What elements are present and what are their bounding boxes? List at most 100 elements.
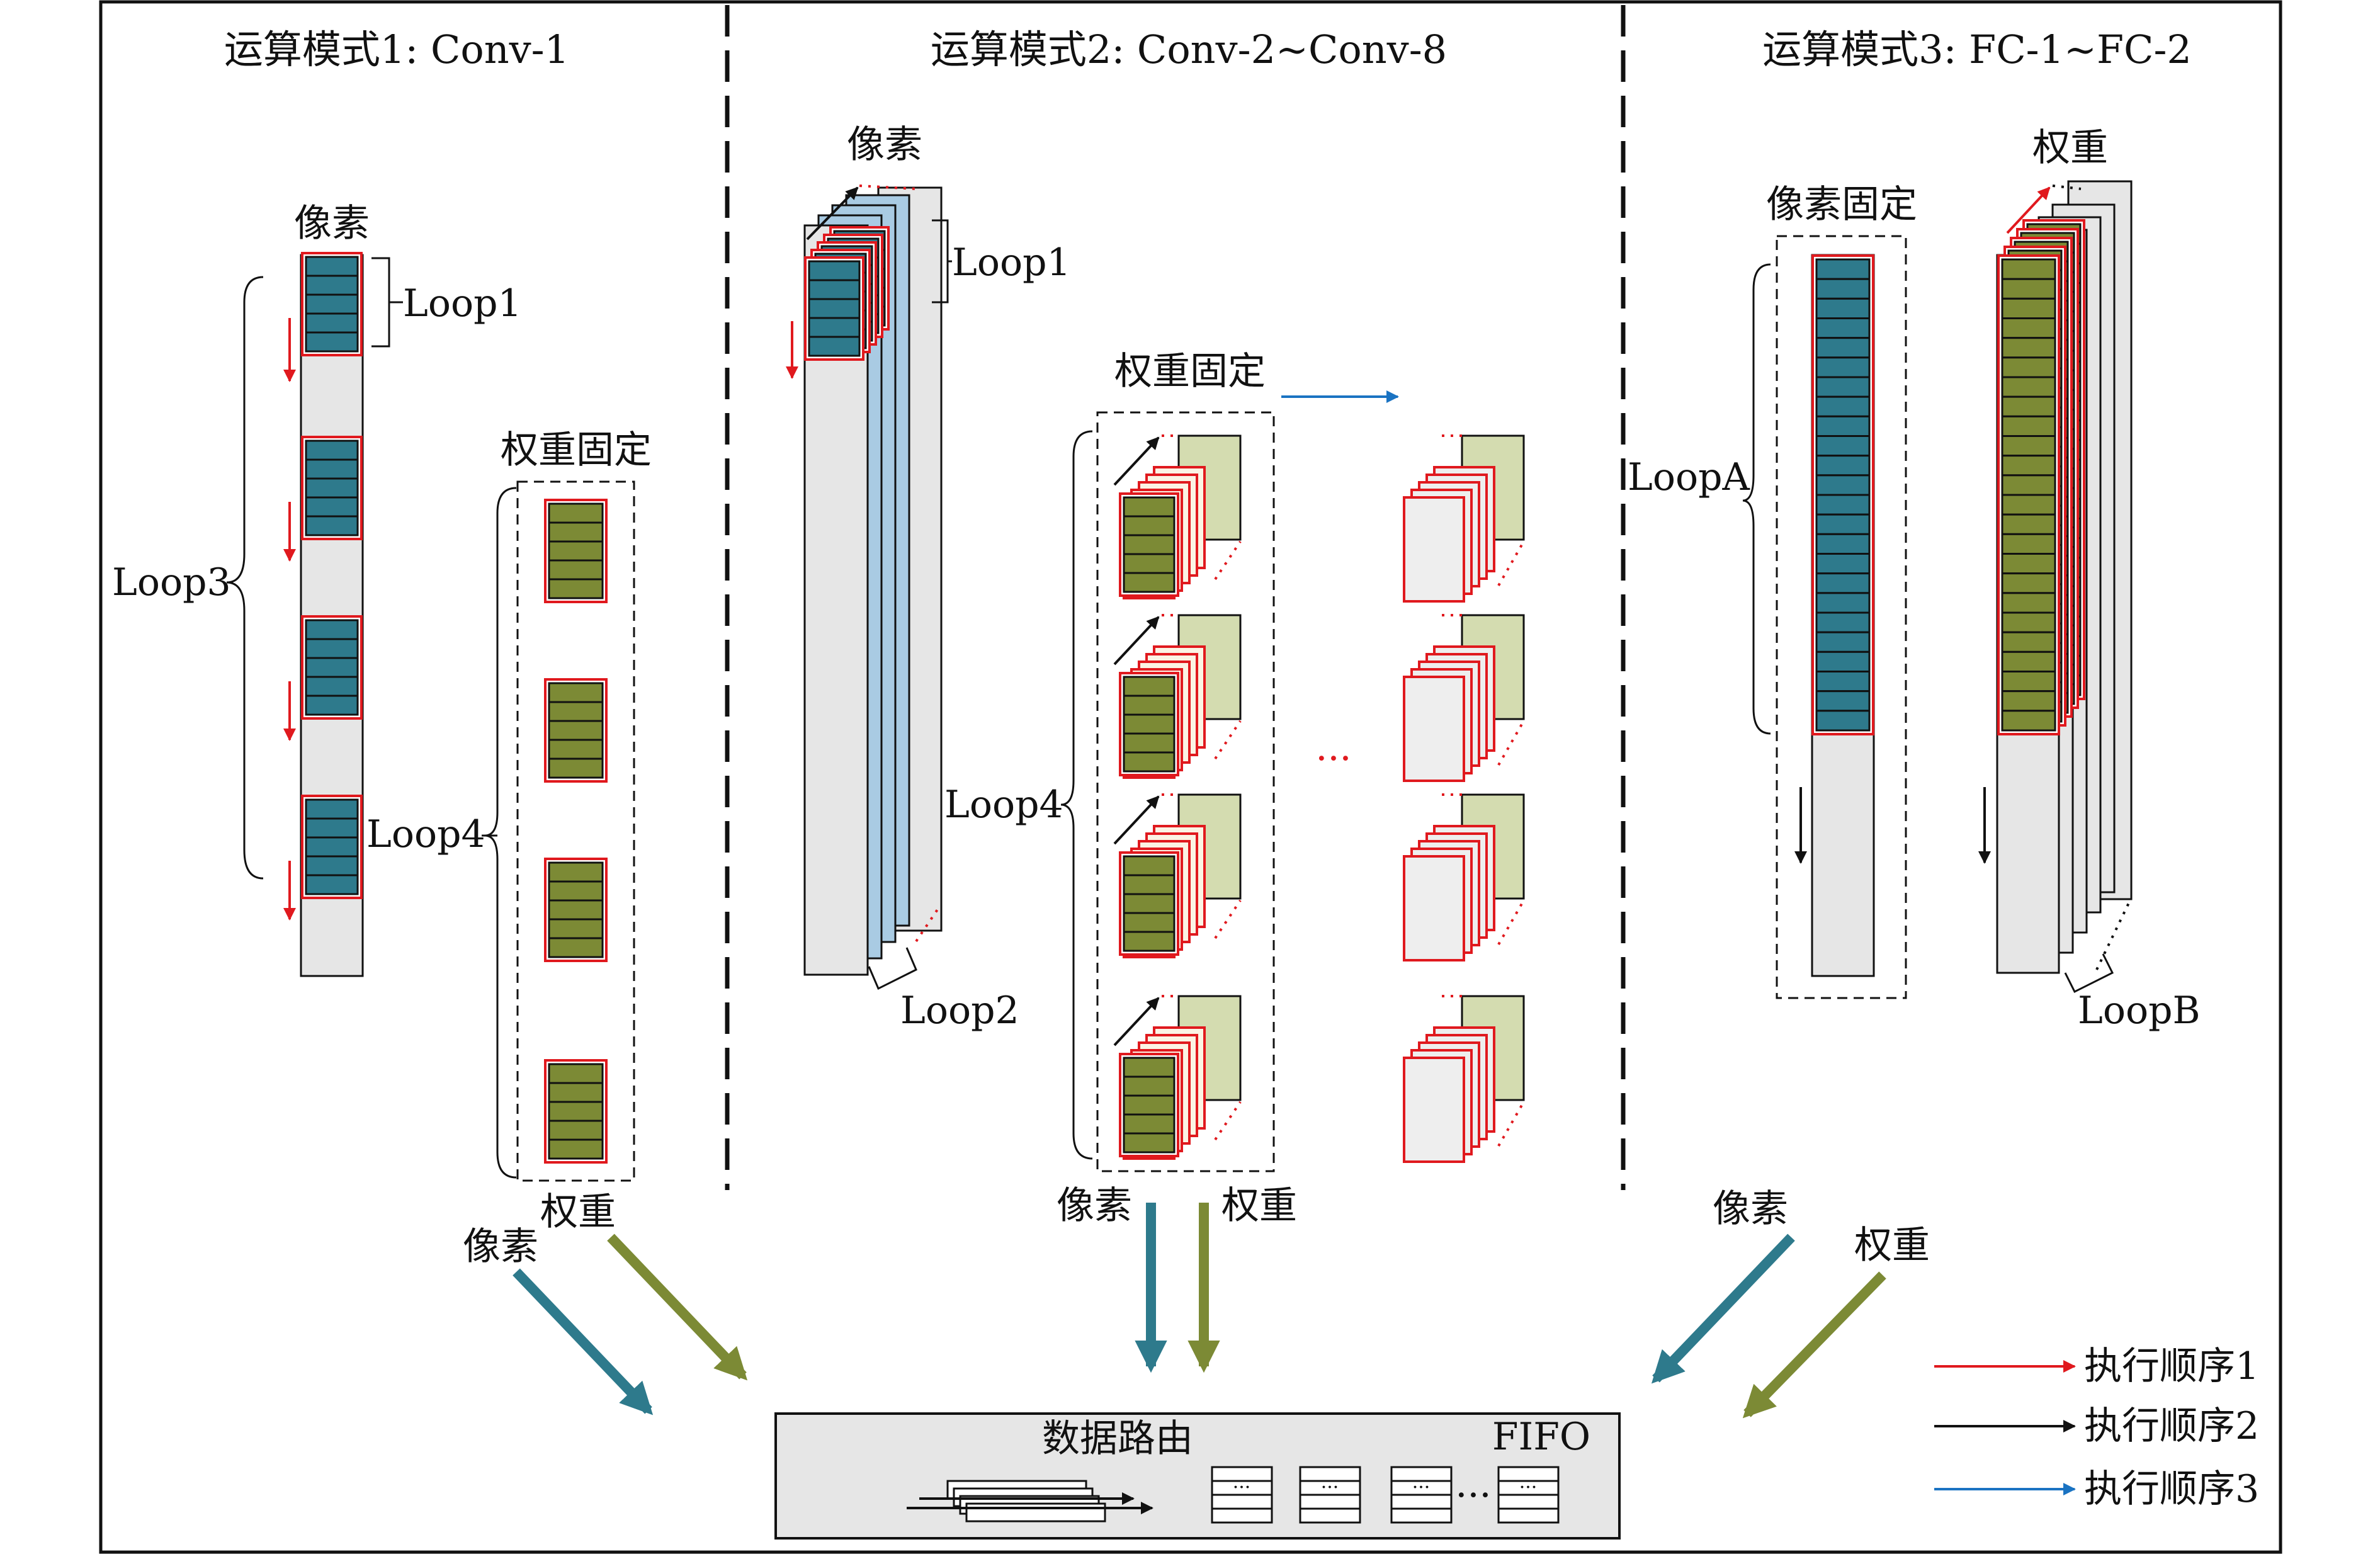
mode2-out-weight-label: 权重 — [1221, 1184, 1297, 1228]
fifo-queue: ··· — [1211, 1466, 1273, 1524]
weight-block — [544, 499, 608, 603]
next-kernel-stack — [1403, 995, 1525, 1163]
kernel-layer — [1403, 496, 1465, 603]
weight-block — [544, 1059, 608, 1164]
mode2-pixel-stack — [786, 184, 943, 976]
router-lane — [965, 1502, 1106, 1523]
mode1-loop3-label: Loop3 — [112, 560, 231, 604]
legend-label-order3: 执行顺序3 — [2084, 1467, 2259, 1511]
legend: 执行顺序1 执行顺序2 执行顺序3 — [1934, 1344, 2259, 1511]
fifo-queue: ··· — [1299, 1466, 1361, 1524]
mode3-weight-flow-arrow — [1742, 1271, 1886, 1419]
order2-arrow — [1113, 616, 1160, 666]
kernel-layer — [1403, 676, 1465, 782]
mode1-weight-blocks — [544, 499, 608, 1164]
fifo-dots: ··· — [1455, 1473, 1491, 1517]
router-switch-graphic — [907, 1480, 1153, 1523]
mode2-loop1-bracket — [932, 219, 952, 303]
next-kernel-stack — [1403, 614, 1525, 782]
data-router-title: 数据路由 — [1042, 1417, 1193, 1461]
dotted-edge — [1497, 541, 1525, 586]
fifo-label: FIFO — [1492, 1415, 1590, 1459]
svg-text:···: ··· — [1412, 1477, 1431, 1499]
order2-arrow — [1113, 795, 1160, 845]
svg-text:···: ··· — [1321, 1477, 1339, 1499]
section-title-mode1: 运算模式1: Conv-1 — [224, 26, 569, 72]
dotted-edge — [1214, 540, 1242, 581]
mode2-loop4-brace — [1060, 430, 1093, 1160]
mode2-kernel-stacks — [1113, 434, 1242, 1160]
mode3-pixel-flow-arrow — [1651, 1234, 1795, 1384]
order2-arrow — [1113, 436, 1160, 486]
mode3-weight-label: 权重 — [2032, 126, 2108, 170]
mode3-pixel-fixed-box — [1776, 235, 1907, 999]
svg-text:···: ··· — [1519, 1477, 1538, 1499]
kernel-stack — [1113, 434, 1242, 599]
mode3-pixel-fixed-label: 像素固定 — [1766, 183, 1917, 227]
mode3-loopA-brace — [1742, 263, 1771, 735]
mode3-out-weight-label: 权重 — [1854, 1223, 1930, 1268]
mode2-ellipsis: ··· — [1315, 737, 1351, 781]
mode1-out-pixel-label: 像素 — [463, 1225, 538, 1269]
legend-label-order2: 执行顺序2 — [2084, 1404, 2259, 1448]
pixel-block — [301, 615, 363, 720]
dotted-edge — [2095, 900, 2131, 970]
pixel-block — [301, 795, 363, 899]
kernel-stack — [1113, 995, 1242, 1160]
dotted-edge — [1214, 1101, 1242, 1141]
mode3-pixel-column — [1811, 254, 1875, 977]
mode3-out-pixel-label: 像素 — [1713, 1187, 1788, 1231]
mode1-out-weight-label: 权重 — [540, 1190, 616, 1234]
weight-block — [1119, 672, 1179, 776]
mode2-next-kernel-stacks — [1403, 434, 1525, 1163]
weight-block — [1997, 254, 2060, 735]
pixel-block — [804, 256, 864, 361]
mode1-pixel-blocks — [283, 252, 363, 921]
mode2-loop2-bracket — [868, 947, 917, 990]
section-title-mode3: 运算模式3: FC-1~FC-2 — [1762, 26, 2192, 72]
mode1-loop1-label: Loop1 — [403, 281, 522, 326]
dotted-edge — [1497, 1101, 1525, 1147]
fifo-queue: ··· — [1390, 1466, 1453, 1524]
mode1-pixel-flow-arrow — [513, 1268, 654, 1415]
mode3-weight-stack — [1996, 180, 2133, 974]
pixel-block — [301, 436, 363, 540]
kernel-stack — [1113, 793, 1242, 958]
mode2-pixel-label: 像素 — [847, 123, 922, 167]
order1-arrow — [2006, 186, 2051, 234]
mode1-loop4-brace — [484, 487, 517, 1179]
mode1-weight-fixed-label: 权重固定 — [501, 428, 652, 472]
mode3-loopB-label: LoopB — [2078, 989, 2201, 1033]
mode1-loop4-label: Loop4 — [366, 812, 485, 856]
outer-frame — [99, 0, 2282, 1554]
kernel-layer — [1403, 855, 1465, 961]
weight-block — [544, 678, 608, 783]
mode1-weight-fixed-box — [516, 480, 635, 1182]
mode1-pixel-label: 像素 — [294, 201, 370, 246]
svg-text:···: ··· — [1233, 1477, 1251, 1499]
data-router-box — [774, 1412, 1621, 1540]
dotted-edge — [859, 184, 917, 190]
weight-block — [544, 858, 608, 962]
legend-label-order1: 执行顺序1 — [2084, 1344, 2259, 1388]
dotted-edge — [1497, 720, 1525, 766]
dotted-edge — [1214, 720, 1242, 760]
kernel-layer — [1403, 1057, 1465, 1163]
mode2-loop1-label: Loop1 — [952, 241, 1071, 285]
mode1-loop1-bracket — [371, 257, 403, 348]
dotted-edge — [1214, 899, 1242, 939]
mode2-out-pixel-label: 像素 — [1057, 1184, 1132, 1228]
weight-block — [1119, 492, 1179, 597]
weight-block — [1119, 851, 1179, 956]
order2-arrow — [1113, 997, 1160, 1046]
pixel-block — [1811, 254, 1874, 735]
fifo-queue: ··· — [1497, 1466, 1560, 1524]
next-kernel-stack — [1403, 434, 1525, 603]
mode2-weight-fixed-box — [1096, 411, 1275, 1172]
weight-block — [1119, 1053, 1179, 1157]
mode1-loop3-brace — [226, 276, 264, 880]
kernel-stack — [1113, 614, 1242, 779]
mode2-loop2-label: Loop2 — [900, 989, 1019, 1033]
next-kernel-stack — [1403, 793, 1525, 961]
mode2-loop4-label: Loop4 — [944, 783, 1063, 827]
